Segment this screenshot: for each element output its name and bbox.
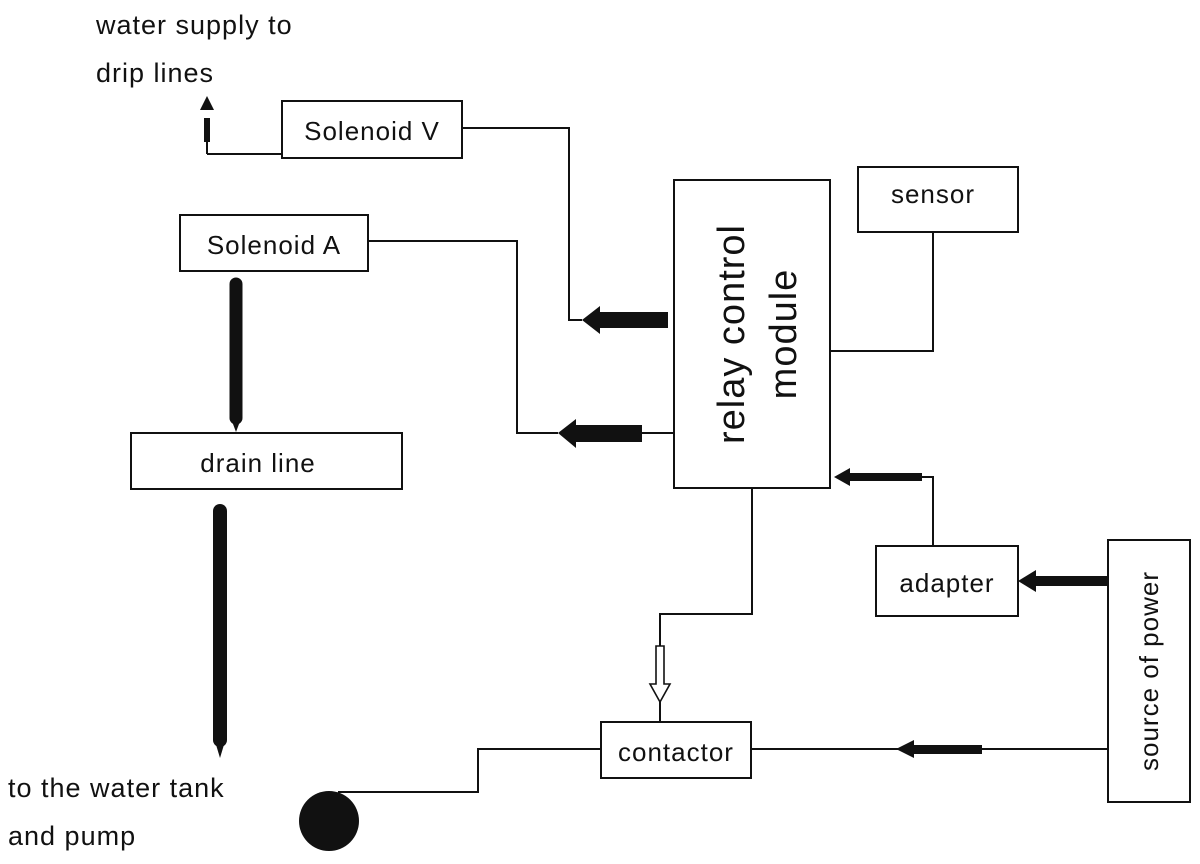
adapter-to-relay-wire: [920, 476, 934, 546]
contactor-to-pump-wire: [338, 748, 601, 793]
solenoid-a-label: Solenoid A: [207, 230, 341, 260]
power-to-adapter-arrow: [1018, 570, 1108, 592]
relay-control-module-box: [673, 179, 831, 489]
sensor-box: [857, 166, 1019, 233]
relay-to-solenoid-v-wire: [462, 127, 582, 321]
pump-icon: [299, 791, 359, 851]
relay-to-contactor-hollow-arrow: [648, 645, 672, 704]
sensor-label: sensor: [891, 179, 975, 209]
source-of-power-label: source of power: [1134, 571, 1164, 771]
adapter-to-relay-arrow: [834, 468, 922, 486]
drain-to-tank-pipe: [213, 504, 227, 758]
relay-to-solenoid-a-arrow: [558, 419, 642, 448]
relay-label-line2: module: [763, 269, 805, 400]
relay-to-solenoid-a-wire: [368, 240, 558, 434]
water-tank-label-line1: to the water tank: [8, 773, 225, 803]
solenoid-a-to-drain-pipe: [229, 277, 243, 432]
solenoid-v-label: Solenoid V: [304, 116, 440, 146]
power-to-contactor-arrow: [896, 740, 982, 758]
adapter-label: adapter: [899, 568, 994, 598]
contactor-label: contactor: [618, 737, 734, 767]
relay-to-solenoid-v-arrow: [582, 306, 668, 334]
source-of-power-box: [1107, 539, 1191, 803]
water-supply-label-line1: water supply to: [95, 10, 293, 40]
drain-line-box: [130, 432, 403, 490]
sensor-to-relay-wire: [830, 232, 934, 352]
solenoid-v-box: [281, 100, 463, 159]
adapter-box: [875, 545, 1019, 617]
drain-line-label: drain line: [200, 448, 316, 478]
water-supply-label-line2: drip lines: [96, 58, 214, 88]
relay-label-line1: relay control: [711, 224, 753, 444]
relay-to-contactor-wire: [659, 488, 753, 646]
solenoid-a-box: [179, 214, 369, 272]
water-tank-label-line2: and pump: [8, 821, 136, 851]
drip-line-up-arrow: [200, 96, 214, 154]
